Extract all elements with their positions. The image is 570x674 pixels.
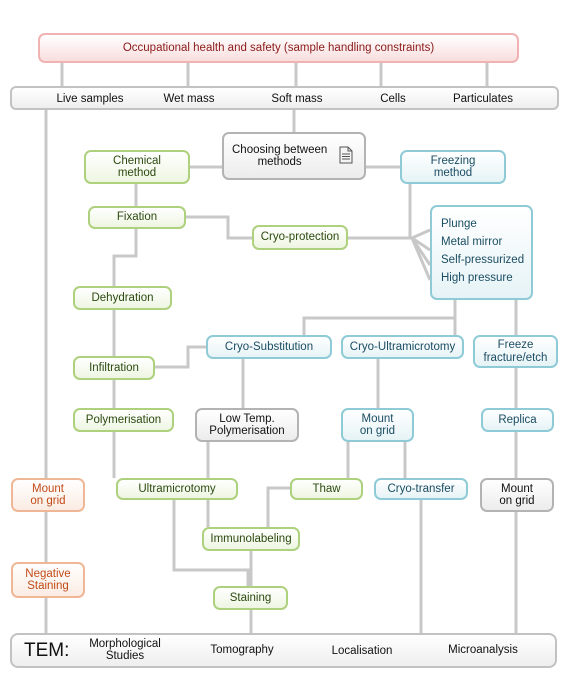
technique-plunge: Plunge <box>441 218 477 230</box>
infiltration-node: Infiltration <box>73 356 155 380</box>
connector <box>112 229 138 286</box>
tem-analysis-bar <box>10 633 557 668</box>
connector <box>60 63 489 86</box>
thaw-node: Thaw <box>290 478 363 500</box>
immunolabeling-node: Immunolabeling <box>202 527 300 551</box>
sample-types-bar <box>10 86 559 110</box>
staining-node: Staining <box>213 586 288 610</box>
tem-localisation: Localisation <box>331 645 393 657</box>
low-temp-polymerisation-node: Low Temp. Polymerisation <box>195 408 299 442</box>
tem-morphological-studies: Morphological Studies <box>89 638 161 663</box>
document-icon <box>339 146 353 164</box>
connector <box>408 184 432 281</box>
sample-cells: Cells <box>380 93 406 105</box>
connector <box>172 500 250 586</box>
polymerisation-node: Polymerisation <box>73 408 174 432</box>
cryo-substitution-node: Cryo-Substitution <box>206 335 332 359</box>
freeze-fracture-node: Freeze fracture/etch <box>473 335 558 368</box>
cryo-transfer-node: Cryo-transfer <box>374 478 468 500</box>
choosing-methods-label: Choosing between methods <box>232 143 328 168</box>
freezing-method-node: Freezing method <box>400 150 506 184</box>
safety-header: Occupational health and safety (sample h… <box>38 33 519 63</box>
replica-node: Replica <box>481 408 554 432</box>
chemical-method-node: Chemical method <box>84 150 190 184</box>
technique-high-pressure: High pressure <box>441 272 513 284</box>
sample-particulates: Particulates <box>452 93 514 105</box>
tem-title: TEM: <box>24 640 70 661</box>
sample-live: Live samples <box>56 93 124 105</box>
sample-wet-mass: Wet mass <box>163 93 215 105</box>
connector <box>302 300 457 335</box>
sample-soft-mass: Soft mass <box>271 93 323 105</box>
ultramicrotomy-node: Ultramicrotomy <box>116 478 238 500</box>
cryo-ultramicrotomy-node: Cryo-Ultramicrotomy <box>341 335 464 359</box>
mount-on-grid-cryo-node: Mount on grid <box>341 408 414 442</box>
connector <box>155 345 206 369</box>
tem-microanalysis: Microanalysis <box>448 644 518 656</box>
dehydration-node: Dehydration <box>73 286 172 310</box>
fixation-node: Fixation <box>88 206 186 229</box>
negative-staining-node: Negative Staining <box>11 562 85 598</box>
tem-tomography: Tomography <box>210 644 274 656</box>
technique-self-pressurized: Self-pressurized <box>441 254 525 266</box>
freezing-techniques-list: Plunge Metal mirror Self-pressurized Hig… <box>430 205 533 300</box>
technique-metal-mirror: Metal mirror <box>441 236 503 248</box>
mount-on-grid-negative-node: Mount on grid <box>11 478 85 512</box>
cryo-protection-node: Cryo-protection <box>252 225 348 250</box>
connector <box>186 215 252 240</box>
connector <box>266 486 290 527</box>
mount-on-grid-replica-node: Mount on grid <box>480 478 554 512</box>
